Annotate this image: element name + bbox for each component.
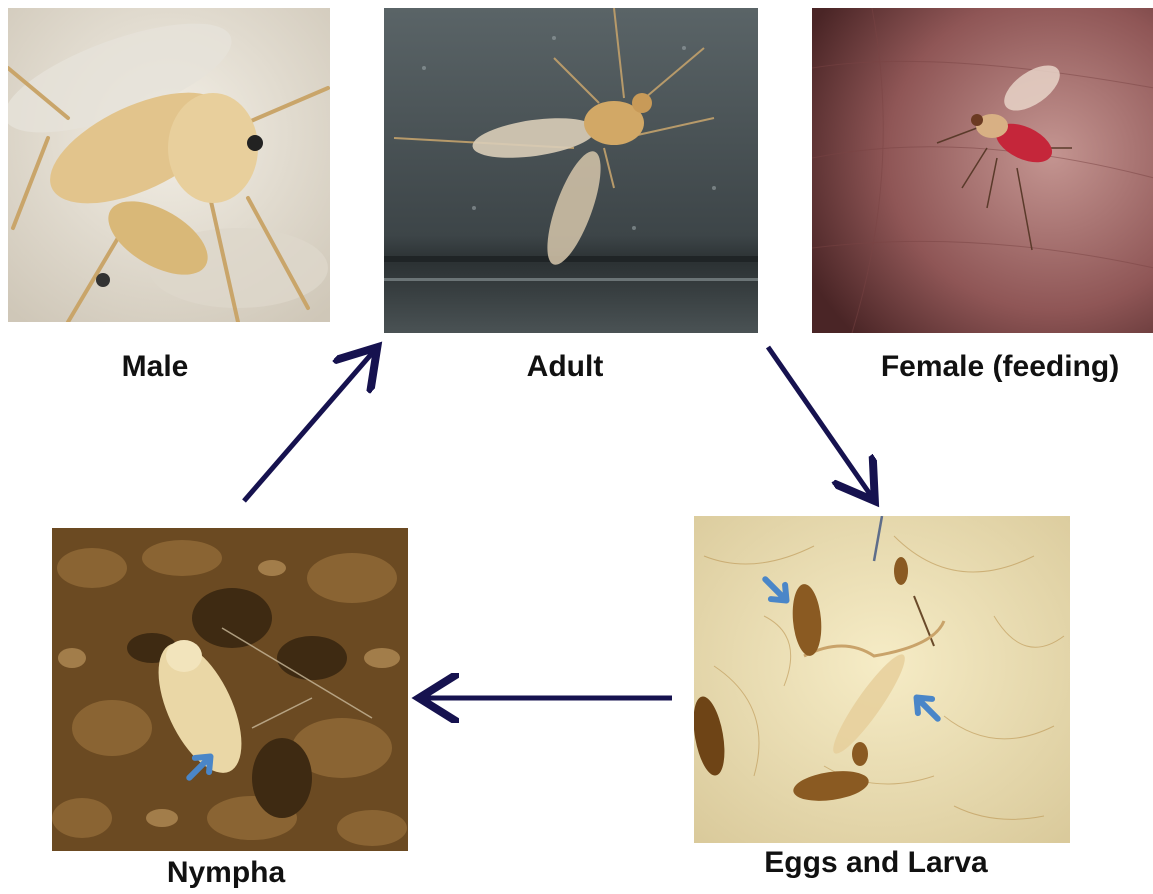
nympha-photo xyxy=(52,528,408,851)
adult-photo xyxy=(384,8,758,333)
male-photo xyxy=(8,8,330,322)
female-feeding-photo xyxy=(812,8,1153,333)
female-feeding-label: Female (feeding) xyxy=(881,352,1119,382)
nympha-label: Nympha xyxy=(167,858,285,888)
eggs-larva-label: Eggs and Larva xyxy=(764,848,987,878)
adult-label: Adult xyxy=(527,352,604,382)
arrow-nympha-to-adult xyxy=(244,351,374,501)
eggs-larva-photo xyxy=(694,516,1070,843)
arrow-adult-to-eggs xyxy=(768,347,872,497)
male-label: Male xyxy=(122,352,189,382)
